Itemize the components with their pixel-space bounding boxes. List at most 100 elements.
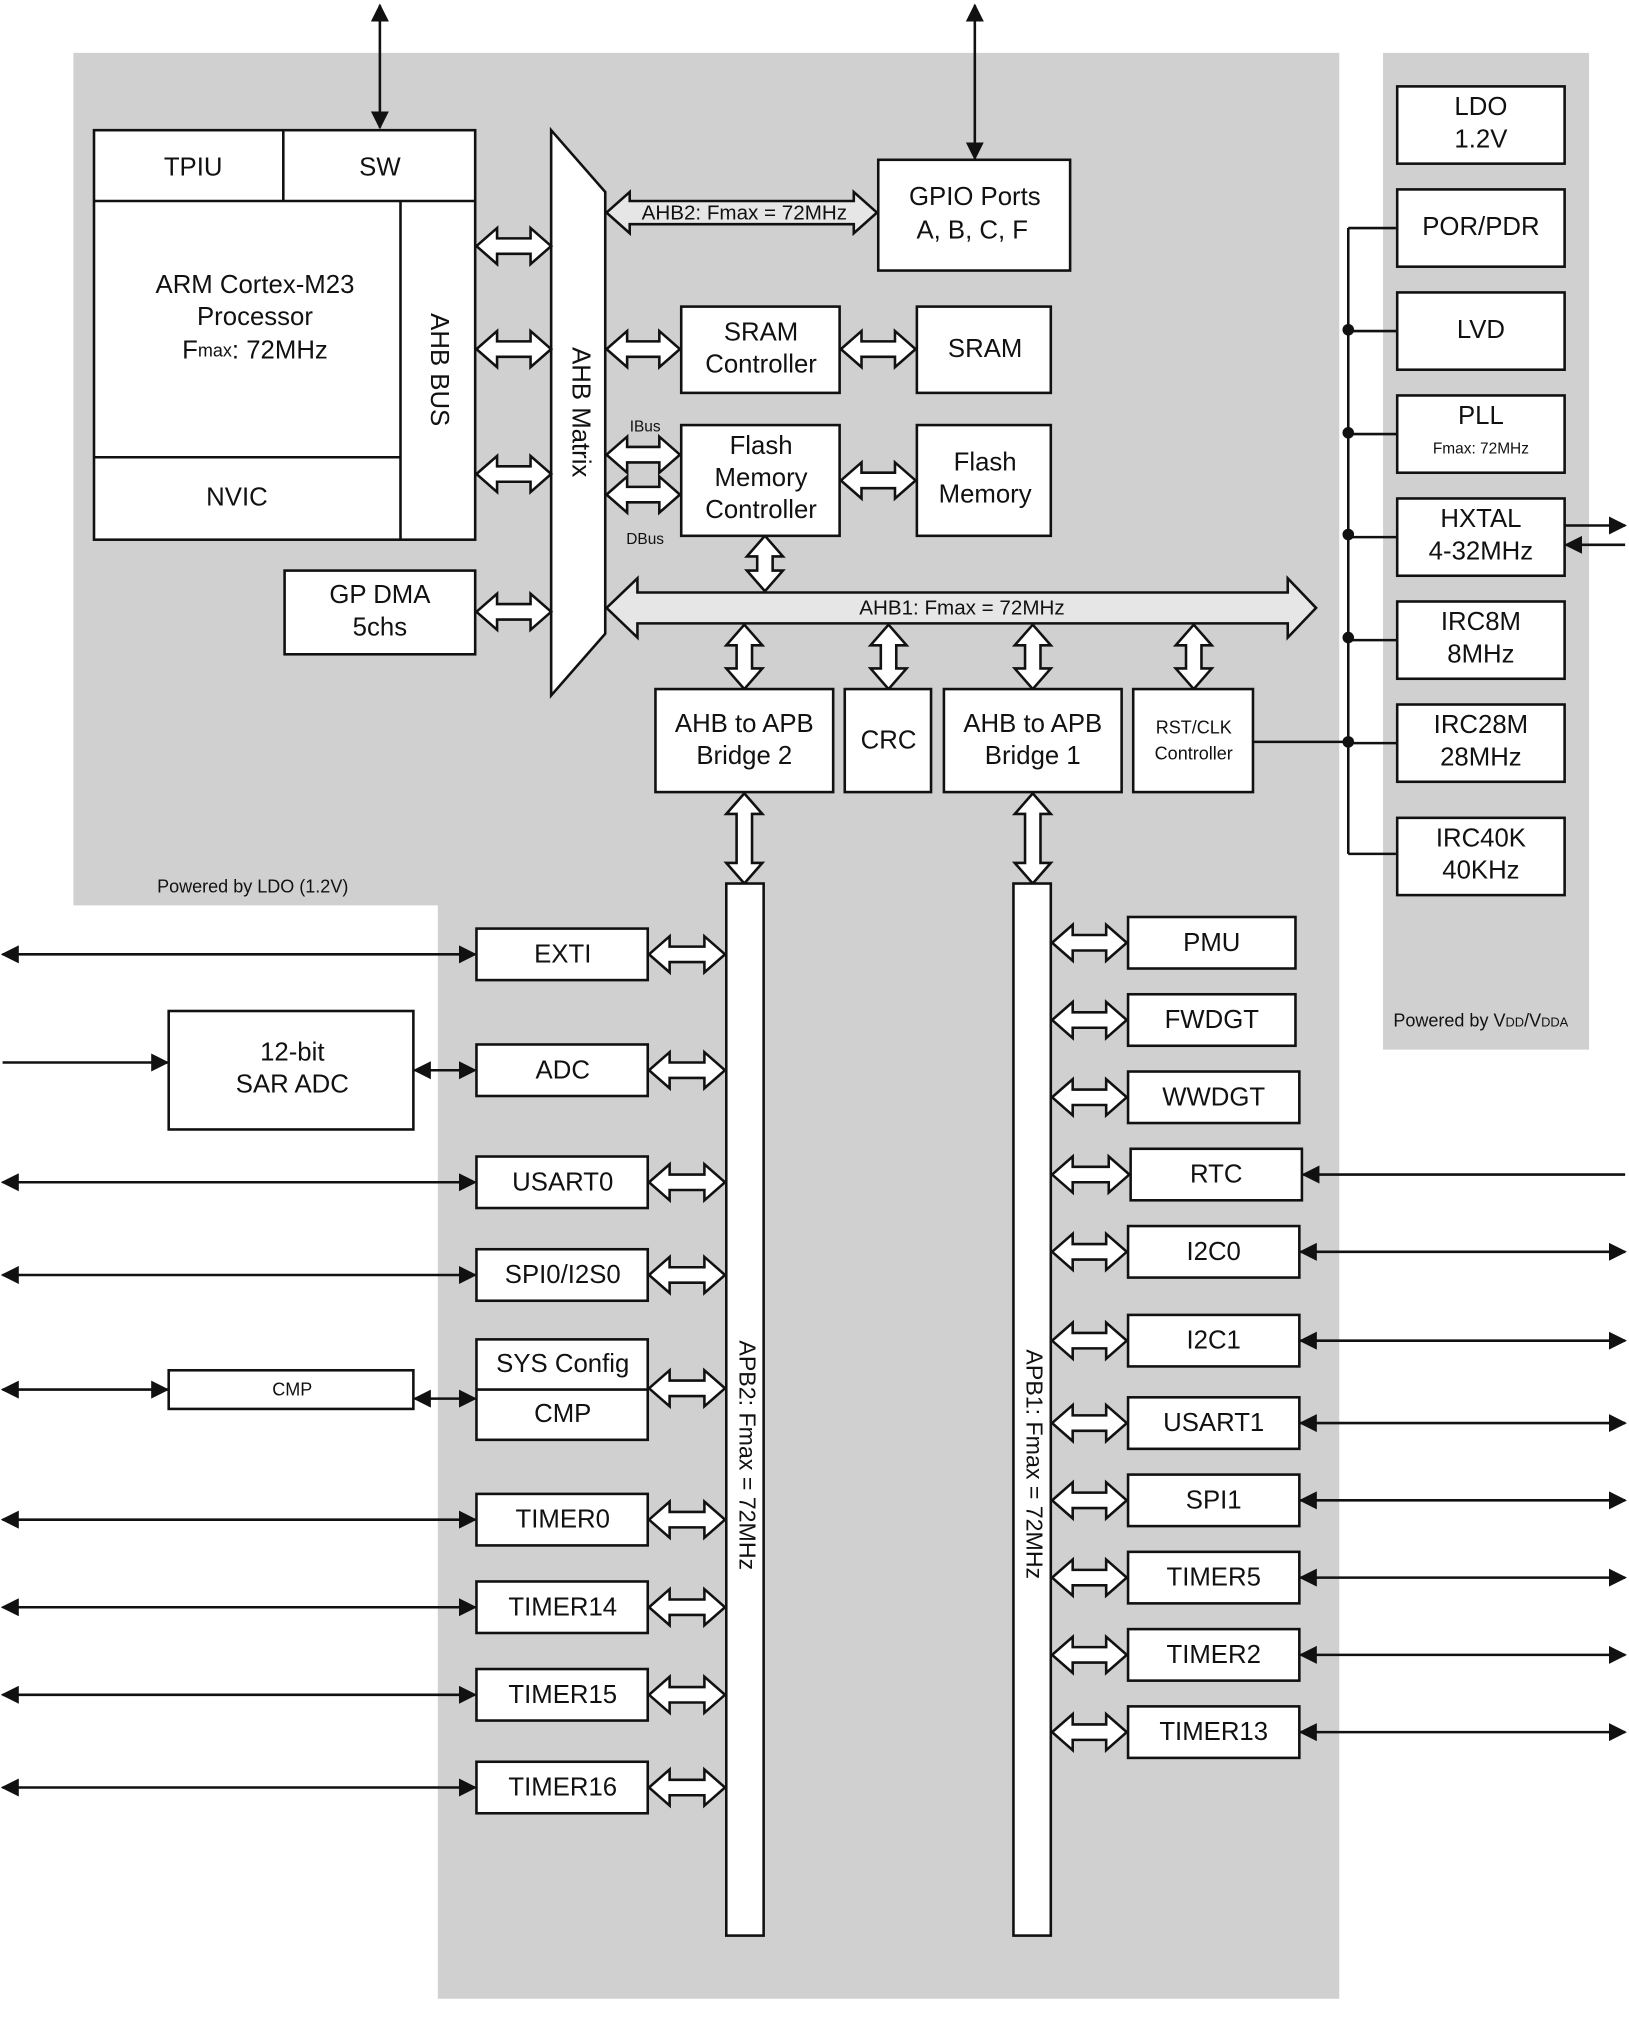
apb1-bridge-block	[942, 687, 1123, 794]
apb1-peripheral-i2c0: I2C0	[1050, 1224, 1627, 1279]
sar-adc-block	[167, 1009, 415, 1131]
apb1-bus-label: APB1: Fmax = 72MHz	[1022, 1349, 1048, 1579]
ahb1-bus-label: AHB1: Fmax = 72MHz	[859, 597, 1064, 620]
apb1-link-arrow	[1050, 1153, 1132, 1196]
apb2-bus-bar	[725, 882, 765, 1937]
fmc-line3: Controller	[705, 496, 817, 524]
apb1-peripheral-i2c1: I2C1	[1050, 1313, 1627, 1368]
sram-ctrl-line2: Controller	[705, 351, 817, 379]
ahb2-bus-label: AHB2: Fmax = 72MHz	[642, 201, 847, 224]
power-block-label: LVD	[1457, 316, 1505, 344]
ahb-matrix	[549, 126, 607, 699]
dma-to-matrix-arrow	[474, 590, 554, 633]
apb1-link-arrow	[1050, 1230, 1129, 1273]
ahb-bus-label: AHB BUS	[425, 313, 453, 426]
peripheral-label: I2C1	[1186, 1327, 1240, 1355]
nvic-label: NVIC	[206, 483, 268, 511]
power-block-pll: PLL Fmax: 72MHz	[1348, 394, 1566, 475]
apb1-peripheral-timer2: TIMER2	[1050, 1627, 1627, 1682]
power-block-sublabel: 40KHz	[1442, 857, 1519, 885]
apb2-peripheral-usart0: USART0	[0, 1155, 727, 1210]
peripheral-label: RTC	[1190, 1161, 1242, 1189]
apb1-peripheral-fwdgt: FWDGT	[1050, 992, 1297, 1048]
apb1-bridge-line2: Bridge 1	[985, 742, 1081, 770]
gpio-line2: A, B, C, F	[916, 217, 1028, 245]
power-block-label: IRC28M	[1434, 711, 1528, 739]
peripheral-label: TIMER5	[1166, 1564, 1260, 1592]
tpiu-label: TPIU	[164, 154, 223, 182]
apb2-link-arrow	[647, 1049, 727, 1092]
flash-line1: Flash	[954, 449, 1017, 477]
power-block-sublabel: 1.2V	[1454, 125, 1508, 153]
rstclk-line2: Controller	[1155, 744, 1233, 764]
vdd-power-note: Powered by VDD/VDDA	[1393, 1010, 1568, 1030]
ahb1-bus-arrow	[604, 575, 1318, 641]
power-block-por-pdr: POR/PDR	[1395, 188, 1566, 268]
gpio-line1: GPIO Ports	[909, 183, 1041, 211]
apb2-bridge-block	[654, 687, 835, 794]
power-block-sublabel: 8MHz	[1447, 640, 1514, 668]
peripheral-label: TIMER15	[508, 1681, 617, 1709]
apb1-link-arrow	[1050, 1402, 1129, 1444]
gpio-ports-block	[876, 158, 1072, 272]
apb1-link-arrow	[1050, 921, 1129, 964]
fmc-line2: Memory	[715, 464, 808, 492]
gp-dma-line2: 5chs	[353, 613, 407, 641]
apb2-link-arrow	[647, 1673, 727, 1716]
sram-block	[915, 305, 1053, 395]
cmp-label: CMP	[534, 1400, 591, 1428]
apb2-peripheral-adc: ADC	[412, 1043, 727, 1098]
apb2-peripheral-spi0-i2s0: SPI0/I2S0	[0, 1247, 727, 1303]
power-block-lvd: LVD	[1348, 291, 1566, 371]
peripheral-label: TIMER13	[1159, 1718, 1268, 1746]
peripheral-label: WWDGT	[1162, 1083, 1265, 1111]
apb2-peripheral-exti: EXTI	[0, 927, 727, 982]
peripheral-label: USART0	[512, 1168, 613, 1196]
sw-label: SW	[359, 154, 401, 182]
peripheral-label: PMU	[1183, 929, 1240, 957]
cpu-name-line2: Processor	[197, 303, 313, 331]
power-block-label: HXTAL	[1440, 505, 1521, 533]
apb1-link-arrow	[1050, 1634, 1129, 1676]
apb2-link-arrow	[647, 933, 727, 976]
peripheral-label: EXTI	[534, 940, 591, 968]
apb1-link-arrow	[1050, 1556, 1129, 1599]
junction-dot	[1342, 528, 1355, 541]
apb2-link-arrow	[647, 1498, 727, 1541]
cpu-name-line1: ARM Cortex-M23	[156, 271, 355, 299]
sar-adc-line1: 12-bit	[260, 1038, 324, 1066]
apb1-peripheral-rtc: RTC	[1050, 1147, 1626, 1202]
apb1-peripheral-timer13: TIMER13	[1050, 1705, 1627, 1760]
apb2-peripheral-timer16: TIMER16	[0, 1760, 727, 1815]
apb1-peripheral-usart1: USART1	[1050, 1396, 1627, 1451]
apb2-link-arrow	[647, 1254, 727, 1296]
power-block-label: POR/PDR	[1422, 213, 1539, 241]
apb2-bus-label: APB2: Fmax = 72MHz	[734, 1340, 760, 1570]
apb2-link-arrow	[647, 1586, 727, 1629]
apb1-bridge-line1: AHB to APB	[963, 710, 1102, 738]
junction-dot	[1342, 427, 1355, 439]
power-block-sublabel: Fmax: 72MHz	[1433, 441, 1529, 458]
apb1-peripheral-pmu: PMU	[1050, 915, 1297, 970]
cpu-to-matrix-arrow-2	[474, 328, 554, 370]
flash-controller-block	[679, 423, 841, 538]
apb2-link-arrow	[647, 1161, 727, 1204]
gp-dma-line1: GP DMA	[329, 581, 431, 609]
apb1-link-arrow	[1050, 1711, 1129, 1754]
apb1-link-arrow	[1050, 1076, 1129, 1119]
apb2-peripheral-timer15: TIMER15	[0, 1667, 727, 1722]
cpu-to-matrix-arrow-3	[474, 453, 554, 495]
peripheral-label: TIMER16	[508, 1774, 617, 1802]
apb2-link-arrow	[647, 1766, 727, 1809]
peripheral-label: TIMER14	[508, 1593, 617, 1621]
ibus-label: IBus	[630, 419, 661, 436]
rst-clk-controller-block	[1131, 687, 1255, 794]
apb2-peripheral-timer0: TIMER0	[0, 1492, 727, 1547]
sram-label: SRAM	[948, 335, 1022, 363]
power-block-label: PLL	[1458, 402, 1504, 430]
apb1-link-arrow	[1050, 1319, 1129, 1362]
peripheral-label: FWDGT	[1165, 1006, 1260, 1034]
